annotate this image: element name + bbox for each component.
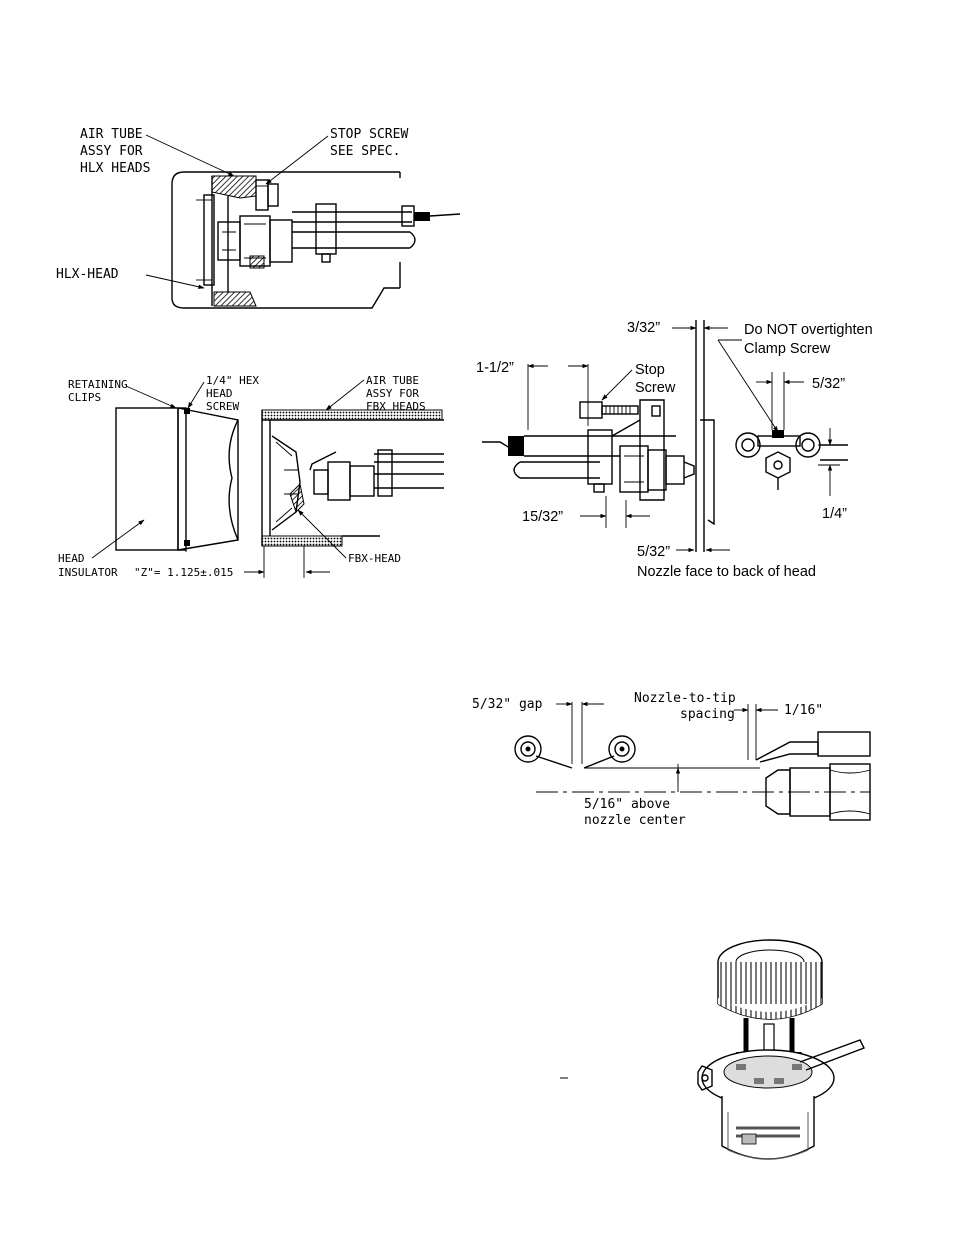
hlx-air-tube-label-3: HLX HEADS: [80, 161, 150, 176]
nozzle-assembly-labels: 3/32” Do NOT overtighten Clamp Screw 1-1…: [476, 320, 873, 580]
overtighten-label-2: Clamp Screw: [744, 341, 831, 357]
gap-5-32-label: 5/32" gap: [472, 697, 543, 712]
nozzle-tip-spacing-label-2: spacing: [680, 707, 735, 722]
electrode-gap-diagram: [514, 702, 871, 821]
fbx-hex-label-3: SCREW: [206, 400, 239, 413]
hlx-air-tube-label-2: ASSY FOR: [80, 144, 143, 159]
fbx-retaining-label-2: CLIPS: [68, 391, 101, 404]
fbx-air-tube-label-2: ASSY FOR: [366, 387, 419, 400]
fbx-head-label: HEAD: [58, 552, 85, 565]
electrode-gap-labels: 5/32" gap Nozzle-to-tip spacing 1/16" 5/…: [472, 691, 823, 828]
fbx-air-tube-label-1: AIR TUBE: [366, 374, 419, 387]
hlx-head-label: HLX-HEAD: [56, 267, 119, 282]
stop-screw-label-2: Screw: [635, 380, 676, 396]
hlx-head-diagram: [171, 171, 461, 309]
hlx-labels: AIR TUBE ASSY FOR HLX HEADS STOP SCREW S…: [56, 127, 408, 289]
dim-1-16-label: 1/16": [784, 703, 823, 718]
hlx-stop-screw-label-2: SEE SPEC.: [330, 144, 400, 159]
stop-screw-label-1: Stop: [635, 362, 665, 378]
fbx-hex-label-1: 1/4" HEX: [206, 374, 259, 387]
above-nozzle-label-2: nozzle center: [584, 813, 686, 828]
nozzle-tip-spacing-label-1: Nozzle-to-tip: [634, 691, 736, 706]
fbx-insulator-label: INSULATOR: [58, 566, 118, 579]
dim-5-32-bottom-label: 5/32”: [637, 544, 670, 560]
blower-wheel-illustration: [697, 939, 865, 1160]
hlx-stop-screw-label-1: STOP SCREW: [330, 127, 408, 142]
dim-1-4-label: 1/4”: [822, 506, 847, 522]
fbx-retaining-label-1: RETAINING: [68, 378, 128, 391]
dim-1-1-2-label: 1-1/2”: [476, 360, 514, 376]
fbx-z-dimension: "Z"= 1.125±.015: [134, 566, 233, 579]
fbx-air-tube-label-3: FBX HEADS: [366, 400, 426, 413]
fbx-labels: RETAINING CLIPS 1/4" HEX HEAD SCREW AIR …: [58, 374, 426, 579]
dim-5-32-top-label: 5/32”: [812, 376, 845, 392]
fbx-head-diagram: [115, 407, 444, 552]
dim-15-32-label: 15/32”: [522, 509, 563, 525]
nozzle-assembly-diagram: [482, 320, 848, 552]
hlx-air-tube-label-1: AIR TUBE: [80, 127, 143, 142]
fbx-hex-label-2: HEAD: [206, 387, 233, 400]
overtighten-label-1: Do NOT overtighten: [744, 322, 873, 338]
dim-3-32-label: 3/32”: [627, 320, 660, 336]
blower-mark: –: [560, 1070, 569, 1086]
nozzle-face-note: Nozzle face to back of head: [637, 564, 816, 580]
above-nozzle-label-1: 5/16" above: [584, 797, 670, 812]
fbx-head-label-right: FBX-HEAD: [348, 552, 401, 565]
